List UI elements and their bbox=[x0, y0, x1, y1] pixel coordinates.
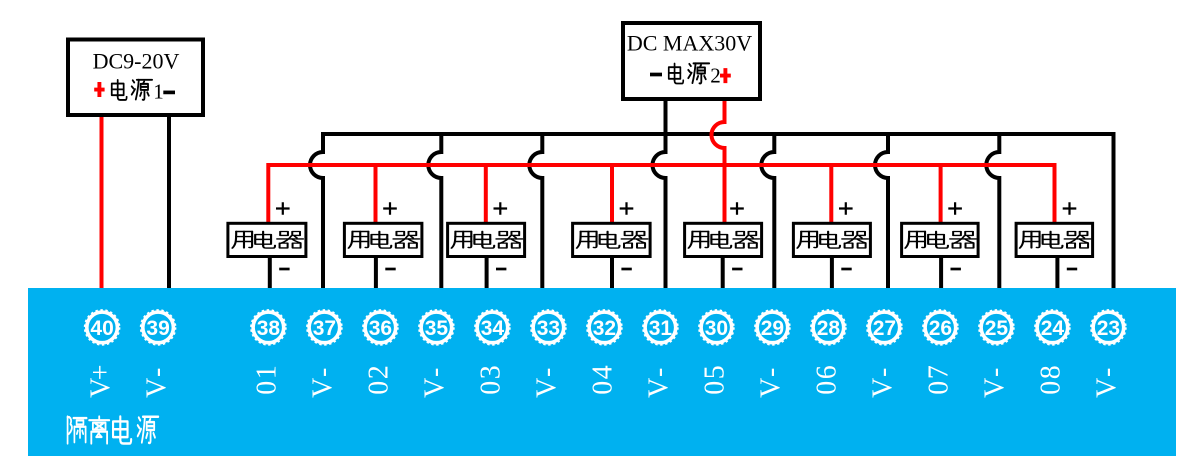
svg-text:40: 40 bbox=[90, 317, 113, 340]
svg-text:DC9-20V: DC9-20V bbox=[93, 49, 180, 74]
svg-text:V: V bbox=[85, 378, 116, 398]
svg-text:-: - bbox=[308, 368, 339, 377]
svg-text:-: - bbox=[420, 368, 451, 377]
svg-text:29: 29 bbox=[761, 317, 784, 340]
svg-text:0: 0 bbox=[476, 381, 507, 395]
svg-text:0: 0 bbox=[364, 381, 395, 395]
svg-text:33: 33 bbox=[537, 317, 560, 340]
svg-text:39: 39 bbox=[146, 317, 169, 340]
svg-text:-: - bbox=[644, 368, 675, 377]
svg-text:0: 0 bbox=[588, 381, 619, 395]
svg-text:6: 6 bbox=[812, 365, 843, 379]
svg-text:0: 0 bbox=[812, 381, 843, 395]
svg-text:1: 1 bbox=[252, 365, 283, 379]
svg-text:37: 37 bbox=[313, 317, 336, 340]
svg-text:V: V bbox=[1092, 378, 1123, 398]
svg-text:7: 7 bbox=[924, 365, 955, 379]
svg-text:2: 2 bbox=[364, 365, 395, 379]
svg-text:-: - bbox=[1092, 368, 1123, 377]
svg-text:4: 4 bbox=[588, 365, 619, 379]
svg-text:31: 31 bbox=[649, 317, 673, 340]
svg-text:-: - bbox=[980, 368, 1011, 377]
svg-text:V: V bbox=[141, 378, 172, 398]
svg-text:0: 0 bbox=[252, 381, 283, 395]
svg-text:V: V bbox=[980, 378, 1011, 398]
svg-text:1: 1 bbox=[153, 80, 164, 104]
svg-text:-: - bbox=[532, 368, 563, 377]
svg-text:25: 25 bbox=[985, 317, 1009, 340]
svg-text:-: - bbox=[868, 368, 899, 377]
svg-text:24: 24 bbox=[1041, 317, 1065, 340]
svg-text:0: 0 bbox=[924, 381, 955, 395]
svg-text:26: 26 bbox=[929, 317, 952, 340]
svg-text:38: 38 bbox=[257, 317, 281, 340]
svg-text:30: 30 bbox=[705, 317, 728, 340]
svg-text:+: + bbox=[85, 364, 116, 380]
svg-text:V: V bbox=[868, 378, 899, 398]
svg-text:V: V bbox=[532, 378, 563, 398]
svg-text:3: 3 bbox=[476, 365, 507, 379]
svg-text:36: 36 bbox=[369, 317, 392, 340]
svg-text:28: 28 bbox=[817, 317, 841, 340]
svg-text:V: V bbox=[756, 378, 787, 398]
svg-text:32: 32 bbox=[593, 317, 616, 340]
svg-text:V: V bbox=[308, 378, 339, 398]
svg-text:V: V bbox=[644, 378, 675, 398]
svg-text:0: 0 bbox=[700, 381, 731, 395]
svg-text:0: 0 bbox=[1036, 381, 1067, 395]
svg-text:23: 23 bbox=[1097, 317, 1120, 340]
svg-text:5: 5 bbox=[700, 365, 731, 379]
svg-text:V: V bbox=[420, 378, 451, 398]
svg-text:DC MAX30V: DC MAX30V bbox=[627, 30, 752, 55]
svg-text:-: - bbox=[756, 368, 787, 377]
svg-text:35: 35 bbox=[425, 317, 449, 340]
svg-text:27: 27 bbox=[873, 317, 896, 340]
svg-text:34: 34 bbox=[481, 317, 505, 340]
svg-text:-: - bbox=[141, 368, 172, 377]
svg-text:2: 2 bbox=[710, 64, 721, 88]
svg-text:8: 8 bbox=[1036, 365, 1067, 379]
